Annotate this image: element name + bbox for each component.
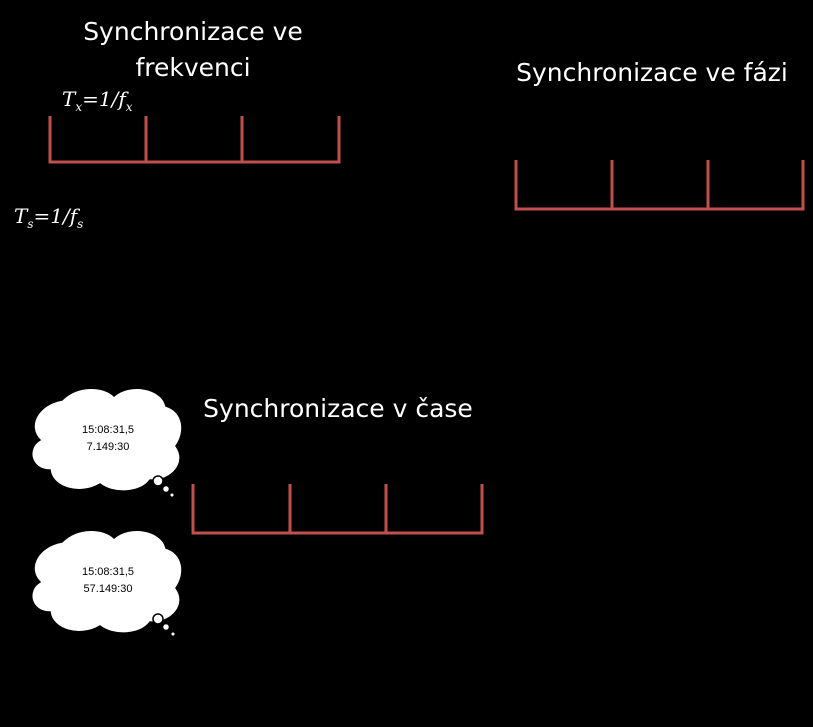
cloud-bubble-bottom-3: [170, 631, 176, 637]
cloud-bottom-line1: 15:08:31,5: [82, 566, 134, 578]
frequency-sync-title-line2: frekvenci: [135, 53, 250, 82]
timestamp-cloud-bottom: 15:08:31,5 57.149:30: [30, 529, 183, 637]
time-sync-title: Synchronizace v čase: [203, 394, 473, 423]
reference-clock-signal: [48, 116, 341, 164]
period-label-bottom: Ts=1/fs: [14, 204, 84, 232]
cloud-bubble-bottom-2: [161, 622, 171, 632]
period-top-eq: =1/f: [82, 87, 129, 111]
period-top-fsub: x: [126, 100, 133, 114]
time-slave-signal: [192, 604, 483, 652]
period-bottom-sub: s: [27, 217, 33, 231]
timestamp-cloud-top: 15:08:31,5 7.149:30: [30, 387, 183, 498]
cloud-bubble-top-2: [161, 484, 171, 494]
cloud-top-line1: 15:08:31,5: [82, 424, 134, 436]
time-guide-lines: [192, 433, 483, 722]
period-label-top: Tx=1/fx: [62, 87, 133, 115]
cloud-shape-bottom: [30, 529, 183, 634]
cloud-bubble-top-1: [152, 475, 164, 487]
slave-clock-signal: [0, 234, 291, 283]
time-reference-signal: [191, 484, 484, 535]
phase-slave-signal: [515, 282, 804, 330]
period-top-T: T: [62, 87, 77, 111]
phase-sync-title: Synchronizace ve fázi: [516, 58, 788, 87]
svg-text:Tx=1/fx: Tx=1/fx: [62, 87, 133, 114]
period-top-sub: x: [75, 100, 82, 114]
period-bottom-eq: =1/f: [34, 204, 81, 228]
cloud-bubble-bottom-1: [152, 613, 164, 625]
phase-guide-lines: [515, 110, 804, 398]
cloud-shape-top: [30, 387, 183, 492]
cloud-bubble-top-3: [169, 492, 175, 498]
frequency-sync-title-line1: Synchronizace ve: [83, 17, 303, 46]
period-bottom-fsub: s: [77, 217, 83, 231]
svg-text:Ts=1/fs: Ts=1/fs: [14, 204, 83, 231]
phase-reference-signal: [514, 160, 805, 211]
cloud-top-line2: 7.149:30: [87, 441, 130, 453]
period-bottom-T: T: [14, 204, 29, 228]
cloud-bottom-line2: 57.149:30: [84, 583, 133, 595]
